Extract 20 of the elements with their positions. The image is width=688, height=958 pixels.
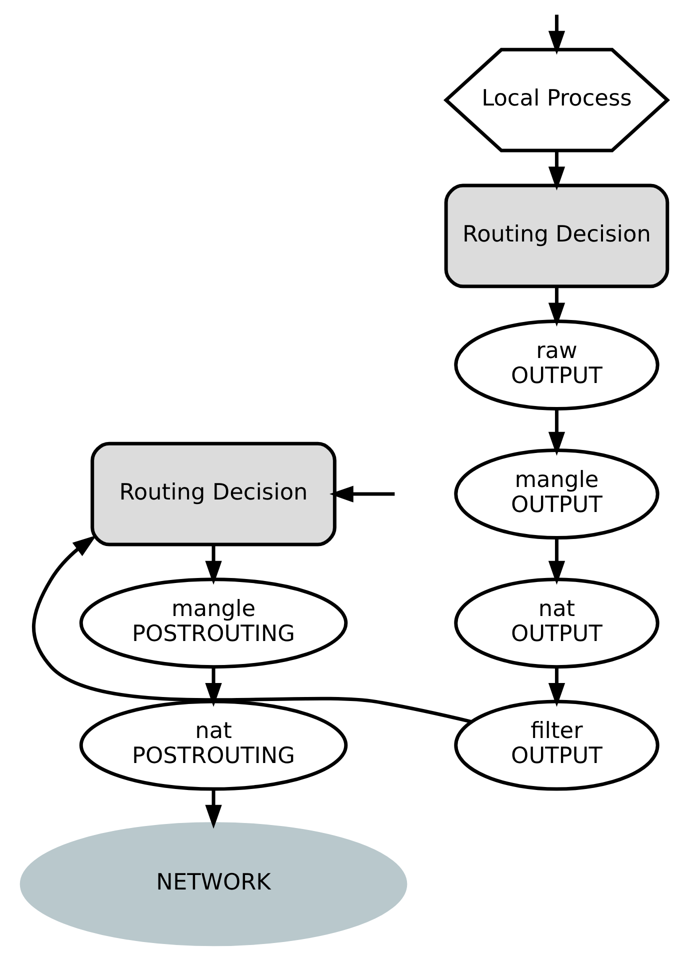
arrow (204, 788, 222, 829)
node-ellipse: nat POSTROUTING (78, 700, 348, 791)
arrow (548, 286, 565, 327)
node-box: Routing Decision (444, 184, 669, 288)
arrow (548, 666, 565, 707)
arrow (548, 150, 565, 190)
arrow (548, 14, 565, 55)
node-box: Routing Decision (90, 442, 336, 546)
arrow (32, 535, 472, 724)
arrow (204, 544, 222, 585)
arrow (329, 486, 394, 502)
arrow (548, 409, 565, 456)
node-ellipse: NETWORK (19, 822, 407, 946)
node-ellipse: mangle OUTPUT (454, 448, 659, 540)
arrow (204, 666, 222, 707)
node-ellipse: mangle POSTROUTING (78, 578, 348, 669)
arrow (548, 538, 565, 585)
node-ellipse: filter OUTPUT (454, 700, 659, 791)
node-ellipse: nat OUTPUT (454, 578, 659, 669)
node-ellipse: raw OUTPUT (454, 320, 659, 411)
